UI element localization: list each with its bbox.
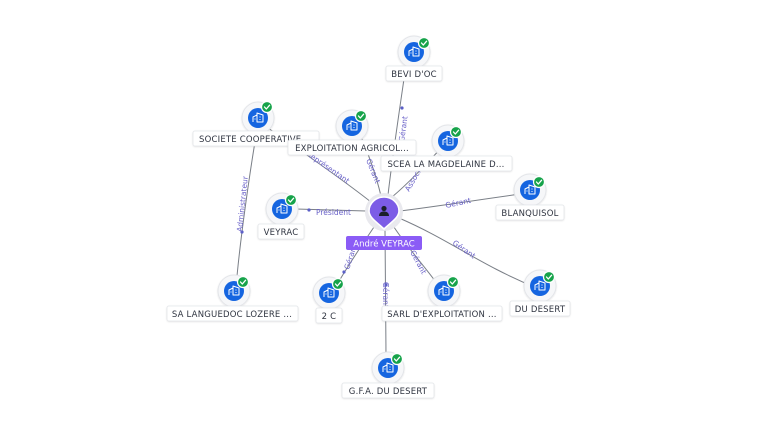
company-node-gfa[interactable] — [371, 351, 405, 385]
building-icon — [534, 280, 546, 291]
company-node-sa[interactable] — [217, 274, 251, 308]
company-label-gfa[interactable]: G.F.A. DU DESERT — [341, 382, 435, 399]
check-badge-icon — [390, 352, 404, 366]
company-node-societe[interactable] — [241, 100, 275, 135]
relation-label-veyrac: Président — [316, 208, 351, 217]
company-name-gfa: G.F.A. DU DESERT — [349, 387, 428, 397]
company-name-societe: SOCIETE COOPERATIVE ... — [199, 135, 313, 145]
company-node-blanquisol[interactable] — [513, 173, 547, 207]
company-node-scea[interactable] — [431, 124, 465, 158]
center-label-box — [346, 236, 422, 250]
company-node-bevi[interactable] — [397, 35, 431, 69]
relation-label-gfa: Gérant — [381, 282, 390, 308]
building-icon — [323, 287, 335, 298]
building-icon — [228, 285, 240, 296]
relation-label-blanquisol: Gérant — [445, 196, 472, 210]
relation-label-bevi: Gérant — [397, 115, 410, 142]
check-badge-icon — [446, 275, 460, 289]
arrow-veyrac — [307, 208, 311, 212]
check-badge-icon — [236, 275, 250, 289]
company-label-societe[interactable]: SOCIETE COOPERATIVE ... — [192, 130, 320, 147]
center-person-node[interactable]: André VEYRAC — [346, 193, 422, 250]
edge-bevi — [387, 71, 406, 196]
company-name-twoc: 2 C — [322, 312, 337, 322]
company-label-veyrac[interactable]: VEYRAC — [257, 223, 305, 240]
company-label-blanquisol[interactable]: BLANQUISOL — [495, 204, 565, 221]
check-badge-icon — [260, 100, 274, 114]
relation-label-societe-sa: Administrateur — [235, 175, 250, 232]
building-icon — [346, 120, 358, 131]
relation-label-sarl: Gérant — [408, 249, 428, 276]
check-badge-icon — [417, 36, 431, 50]
relation-label-dudesert: Gérant — [451, 238, 477, 260]
person-icon — [379, 205, 389, 216]
relation-label-exploitation: Gérant — [364, 157, 382, 184]
company-name-dudesert: DU DESERT — [515, 305, 566, 315]
company-label-scea[interactable]: SCEA LA MAGDELAINE D... — [380, 155, 513, 172]
building-icon — [438, 285, 450, 296]
company-label-sa[interactable]: SA LANGUEDOC LOZERE ... — [166, 305, 299, 322]
company-name-bevi: BEVI D'OC — [391, 70, 437, 80]
company-name-veyrac: VEYRAC — [264, 228, 299, 238]
company-node-sarl[interactable] — [427, 274, 461, 308]
company-node-veyrac[interactable] — [265, 192, 299, 226]
building-icon — [252, 112, 264, 123]
building-icon — [276, 203, 288, 214]
company-label-bevi[interactable]: BEVI D'OC — [385, 65, 443, 82]
check-badge-icon — [532, 175, 546, 189]
building-icon — [524, 184, 536, 195]
company-label-twoc[interactable]: 2 C — [315, 307, 343, 324]
company-label-dudesert[interactable]: DU DESERT — [509, 300, 571, 317]
arrow-bevi — [400, 106, 404, 110]
check-badge-icon — [449, 125, 463, 139]
company-name-exploitation: EXPLOITATION AGRICOL... — [295, 144, 409, 154]
edge-dudesert — [398, 217, 538, 289]
check-badge-icon — [331, 277, 345, 291]
check-badge-icon — [354, 109, 368, 123]
company-label-sarl[interactable]: SARL D'EXPLOITATION ... — [381, 305, 503, 322]
arrow-twoc — [342, 270, 346, 274]
company-label-exploitation[interactable]: EXPLOITATION AGRICOL... — [287, 139, 417, 156]
building-icon — [442, 135, 454, 146]
company-name-sarl: SARL D'EXPLOITATION ... — [387, 310, 496, 320]
edge-arrows — [240, 106, 404, 287]
building-icon — [408, 46, 420, 57]
company-node-exploitation[interactable] — [335, 109, 369, 143]
company-name-sa: SA LANGUEDOC LOZERE ... — [172, 310, 292, 320]
company-name-scea: SCEA LA MAGDELAINE D... — [387, 160, 504, 170]
company-node-dudesert[interactable] — [523, 269, 557, 303]
arrow-gfa — [384, 283, 388, 287]
building-icon — [382, 362, 394, 373]
company-node-twoc[interactable] — [312, 276, 346, 310]
check-badge-icon — [284, 193, 298, 207]
center-person-name: André VEYRAC — [353, 239, 414, 250]
company-name-blanquisol: BLANQUISOL — [501, 209, 558, 219]
check-badge-icon — [542, 270, 556, 284]
arrow-societe-sa — [240, 230, 244, 234]
